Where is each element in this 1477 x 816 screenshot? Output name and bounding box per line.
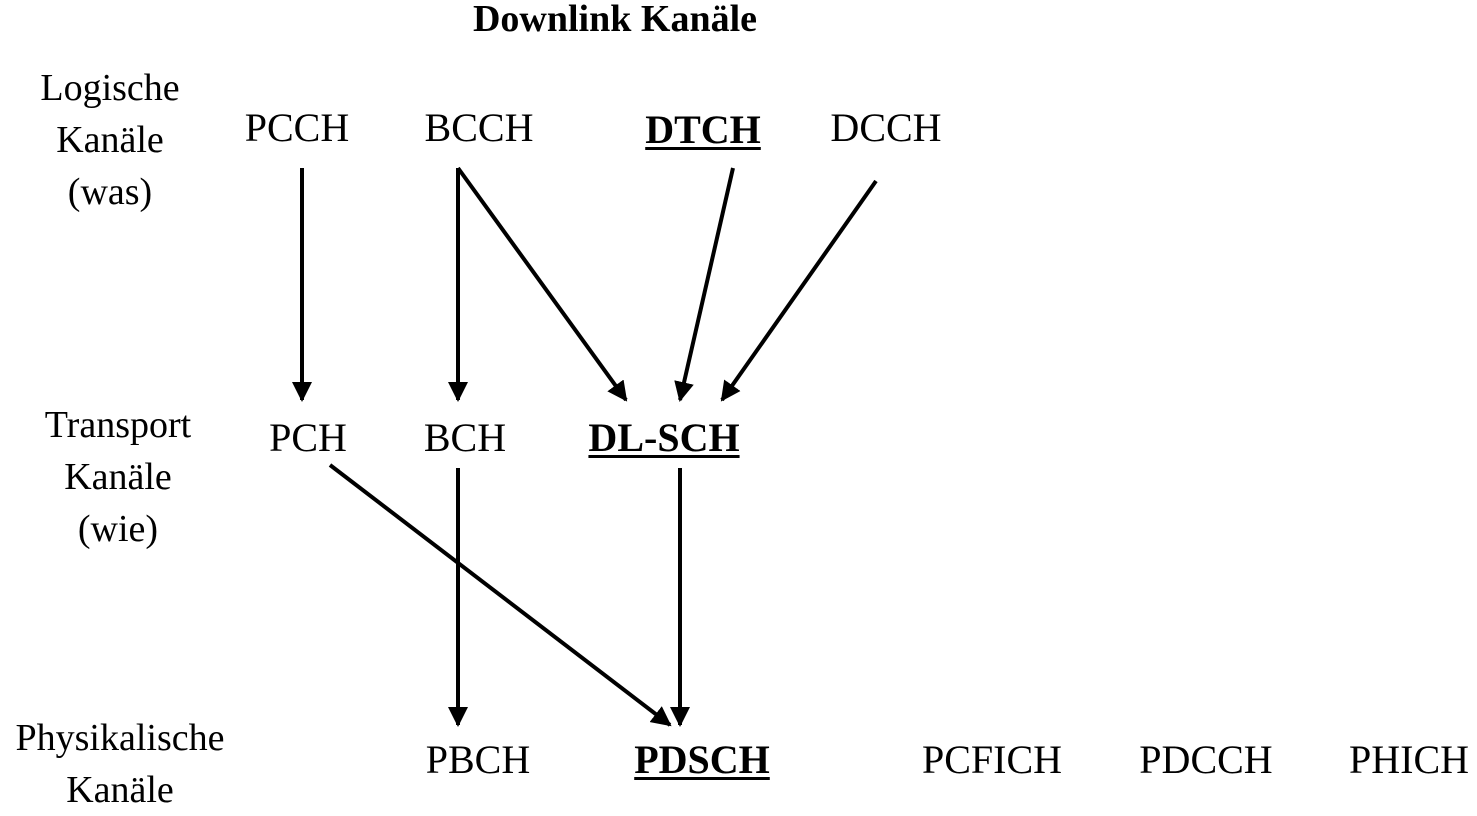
- row-label-transport-line-2: Kanäle: [64, 456, 172, 498]
- channel-pch: PCH: [269, 415, 347, 460]
- channel-bcch: BCCH: [424, 105, 534, 150]
- row-label-transport: Transport Kanäle (wie): [45, 399, 191, 555]
- row-label-transport-line-1: Transport: [44, 404, 192, 446]
- channel-bch: BCH: [423, 415, 507, 460]
- arrow-bcch-to-dl-sch: [456, 166, 628, 402]
- channel-dl-sch: DL-SCH: [588, 415, 740, 460]
- arrow-pch-to-pdsch: [328, 463, 672, 727]
- channel-pdcch: PDCCH: [1139, 737, 1273, 782]
- channel-dtch: DTCH: [645, 107, 761, 152]
- row-label-logical-line-3: (was): [67, 171, 153, 213]
- channel-phich: PHICH: [1348, 737, 1470, 782]
- channel-pdsch: PDSCH: [634, 737, 770, 782]
- arrow-dcch-to-dl-sch: [720, 179, 878, 402]
- channel-pbch: PBCH: [425, 737, 531, 782]
- channel-dcch: DCCH: [830, 105, 942, 150]
- arrow-dtch-to-dl-sch: [674, 167, 735, 402]
- diagram-title: Downlink Kanäle: [472, 0, 758, 40]
- row-label-transport-line-3: (wie): [77, 508, 159, 550]
- channel-pcfich: PCFICH: [921, 737, 1063, 782]
- row-label-physical-line-1: Physikalische: [15, 717, 225, 759]
- row-label-logical-line-1: Logische: [40, 67, 180, 109]
- row-label-logical: Logische Kanäle (was): [40, 62, 179, 218]
- channel-pcch: PCCH: [244, 105, 350, 150]
- row-label-logical-line-2: Kanäle: [56, 119, 164, 161]
